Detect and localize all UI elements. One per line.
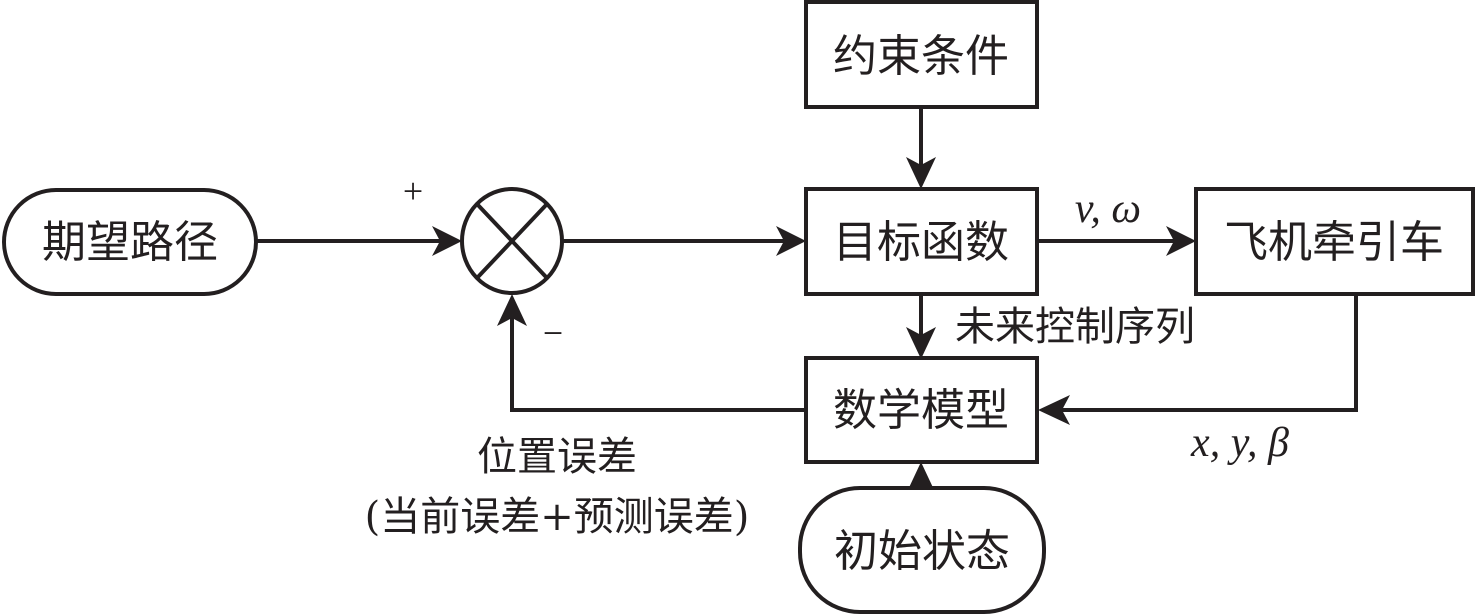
arrowhead — [497, 294, 527, 326]
minus-sign: − — [543, 313, 563, 353]
edge-path-to-sum — [256, 226, 462, 256]
position-error-label: 位置误差 — [477, 434, 637, 480]
cross-line-b — [475, 202, 549, 280]
arrowhead — [1038, 395, 1070, 425]
objective-function-label: 目标函数 — [833, 217, 1009, 268]
node-aircraft-tractor: 飞机牵引车 — [1194, 187, 1475, 296]
state-feedback-label: x, y, β — [1190, 420, 1289, 466]
initial-state-label: 初始状态 — [834, 526, 1010, 577]
node-constraints: 约束条件 — [804, 0, 1039, 109]
edge-model-to-sum — [497, 294, 806, 412]
aircraft-tractor-label: 飞机牵引车 — [1224, 217, 1444, 268]
node-summing-junction — [460, 187, 564, 295]
node-objective-function: 目标函数 — [804, 187, 1039, 296]
edge-objective-to-model — [906, 294, 936, 359]
node-math-model: 数学模型 — [804, 356, 1039, 464]
node-desired-path: 期望路径 — [2, 188, 258, 296]
position-error-detail-label: (当前误差+预测误差) — [365, 494, 750, 540]
aircraft-tractor-box — [1194, 187, 1475, 296]
control-output-label: v, ω — [1075, 186, 1141, 232]
constraints-label: 约束条件 — [833, 31, 1009, 82]
math-model-label: 数学模型 — [833, 385, 1009, 436]
edge-objective-to-tractor — [1037, 226, 1196, 256]
edge-sum-to-objective — [562, 226, 806, 256]
edge-constraints-to-objective — [906, 107, 936, 189]
constraints-box — [804, 0, 1039, 109]
plus-sign: + — [403, 171, 423, 211]
arrowhead — [906, 327, 936, 359]
initial-state-shape — [798, 486, 1046, 614]
math-model-box — [804, 356, 1039, 464]
desired-path-label: 期望路径 — [42, 217, 218, 268]
arrowhead — [776, 226, 806, 256]
edge-line — [1060, 294, 1358, 412]
arrowhead — [1166, 226, 1196, 256]
arrowhead — [432, 226, 462, 256]
node-initial-state: 初始状态 — [798, 486, 1046, 614]
future-control-sequence-label: 未来控制序列 — [955, 304, 1195, 350]
edge-line — [510, 316, 806, 412]
arrowhead — [906, 157, 936, 189]
edge-tractor-to-model — [1038, 294, 1358, 425]
